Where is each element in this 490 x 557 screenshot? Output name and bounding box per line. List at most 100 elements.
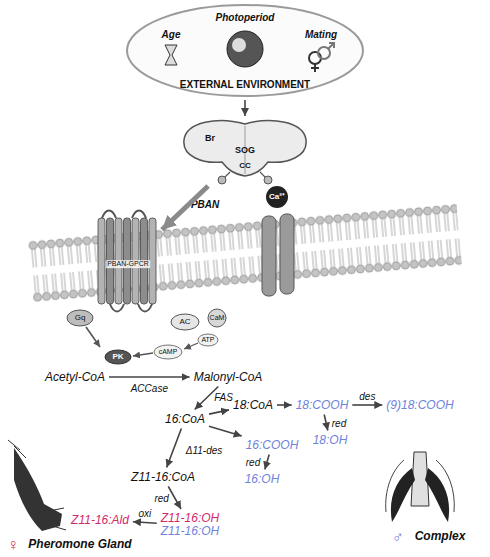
head-icon: [227, 31, 263, 67]
node-text: EXTERNAL ENVIRONMENT: [180, 79, 310, 90]
node-text: Acetyl-CoA: [45, 371, 105, 384]
metabolite-node: 18:COOH: [294, 398, 351, 413]
pheromone-gland-illustration: [8, 440, 66, 531]
signal-arrow: [133, 353, 153, 356]
flow-arrow: [168, 487, 181, 510]
metabolite-node: Z11-16:OHZ11-16:OH: [159, 511, 221, 539]
annotation-label: ATP: [201, 336, 214, 344]
node-text: PBAN-GPCR: [106, 260, 150, 268]
node-text: SOG: [235, 146, 255, 156]
annotation-label: cAMP: [159, 348, 178, 356]
node-text: 18:CoA: [233, 399, 273, 412]
calmodulin: [208, 309, 226, 327]
calcium-ion: [266, 186, 288, 208]
metabolite-node: 16:CoA: [163, 412, 207, 427]
brain-outline: [184, 121, 306, 176]
metabolite-node: 16:COOH: [244, 438, 301, 453]
signal-arrow: [86, 327, 100, 347]
metabolite-node: Acetyl-CoA: [43, 370, 107, 385]
flow-arrow: [265, 455, 269, 470]
flow-arrow: [352, 404, 382, 406]
gland-hair: [8, 440, 66, 530]
flow-arrow: [209, 410, 229, 414]
edge-label: red: [246, 457, 260, 468]
brush-outline: [386, 460, 455, 512]
environment-ellipse-node: PhotoperiodAgeMatingEXTERNAL ENVIRONMENT: [125, 3, 365, 98]
hairpencil: [425, 468, 449, 522]
annotation-label: Gq: [75, 314, 86, 323]
flow-arrow: [244, 100, 246, 116]
node-text: 18:COOH: [296, 399, 349, 412]
lipid-bilayer: [28, 203, 462, 302]
face-icon: [232, 38, 246, 52]
hairpencil-illustration: [386, 452, 455, 522]
metabolite-node: 18:OH: [311, 433, 350, 448]
flow-arrow: [195, 387, 219, 410]
node-text: Z11-16:CoA: [131, 471, 195, 484]
node-text: Malonyl-CoA: [194, 371, 263, 384]
metabolite-node: Malonyl-CoA: [192, 370, 265, 385]
annotation-label: Ca²⁺: [269, 193, 285, 202]
metabolite-node: 16:OH: [243, 472, 282, 487]
edge-label: ACCase: [131, 383, 168, 394]
metabolite-node: Z11-16:CoA: [129, 470, 197, 485]
hairpencil: [391, 468, 415, 522]
metabolite-node: Z11-16:Ald: [69, 513, 131, 528]
cc-stalk: [224, 172, 266, 178]
node-text: CC: [239, 162, 251, 171]
corpora-cardiaca: [264, 176, 272, 184]
node-text: Z11-16:OH: [161, 525, 219, 538]
annotation-label: Pheromone Gland: [28, 538, 131, 551]
metabolite-node: (9)18:COOH: [384, 398, 455, 413]
node-text: Z11-16:OH: [161, 512, 219, 525]
edge-label: FAS: [214, 392, 233, 403]
brain-node: BrSOG CC: [178, 118, 312, 184]
g-protein: [67, 310, 93, 326]
membrane-band: [28, 203, 462, 302]
flow-arrow: [277, 404, 292, 406]
annotation-label: ♀: [7, 536, 19, 554]
edge-label: des: [359, 391, 375, 402]
adenylate-cyclase: [171, 314, 199, 330]
flow-arrow: [133, 522, 157, 523]
annotation-label: AC: [179, 318, 190, 327]
male-symbol: [328, 43, 334, 49]
transmembrane-helix: [149, 218, 156, 304]
node-text: Photoperiod: [216, 12, 275, 23]
edge-label: Δ11-des: [186, 445, 223, 456]
node-text: 18:OH: [313, 434, 348, 447]
node-text: Age: [162, 29, 181, 40]
abdomen-tip: [14, 448, 62, 531]
annotation-label: Complex: [415, 530, 466, 543]
calcium-channel: [262, 186, 294, 296]
node-text: (9)18:COOH: [386, 399, 453, 412]
node-text: 16:COOH: [246, 439, 299, 452]
flow-arrow: [109, 376, 190, 378]
atp: [198, 334, 218, 346]
edge-label: red: [154, 492, 168, 503]
edge-label: oxi: [138, 508, 151, 519]
receptor-node: PBAN-GPCR: [96, 212, 160, 312]
signal-arrow: [184, 343, 198, 349]
node-text: Z11-16:Ald: [71, 514, 129, 527]
hourglass-icon: [165, 45, 177, 65]
channel-half: [262, 216, 276, 296]
camp: [154, 345, 182, 359]
transmembrane-helix: [98, 218, 105, 304]
edge-label: PBAN: [191, 198, 219, 209]
protein-kinase: [105, 350, 131, 364]
environment-ellipse: [127, 5, 363, 96]
female-symbol: [311, 64, 319, 72]
annotation-label: CaM: [210, 314, 225, 322]
node-text: 16:OH: [245, 473, 280, 486]
metabolite-node: 18:CoA: [231, 398, 275, 413]
flow-arrow: [324, 415, 328, 431]
node-text: Br: [205, 134, 215, 144]
annotation-label: ♂: [392, 528, 404, 546]
node-text: 16:CoA: [165, 413, 205, 426]
flow-arrow: [167, 429, 182, 468]
flow-arrow: [162, 186, 208, 230]
corpora-cardiaca: [218, 176, 226, 184]
